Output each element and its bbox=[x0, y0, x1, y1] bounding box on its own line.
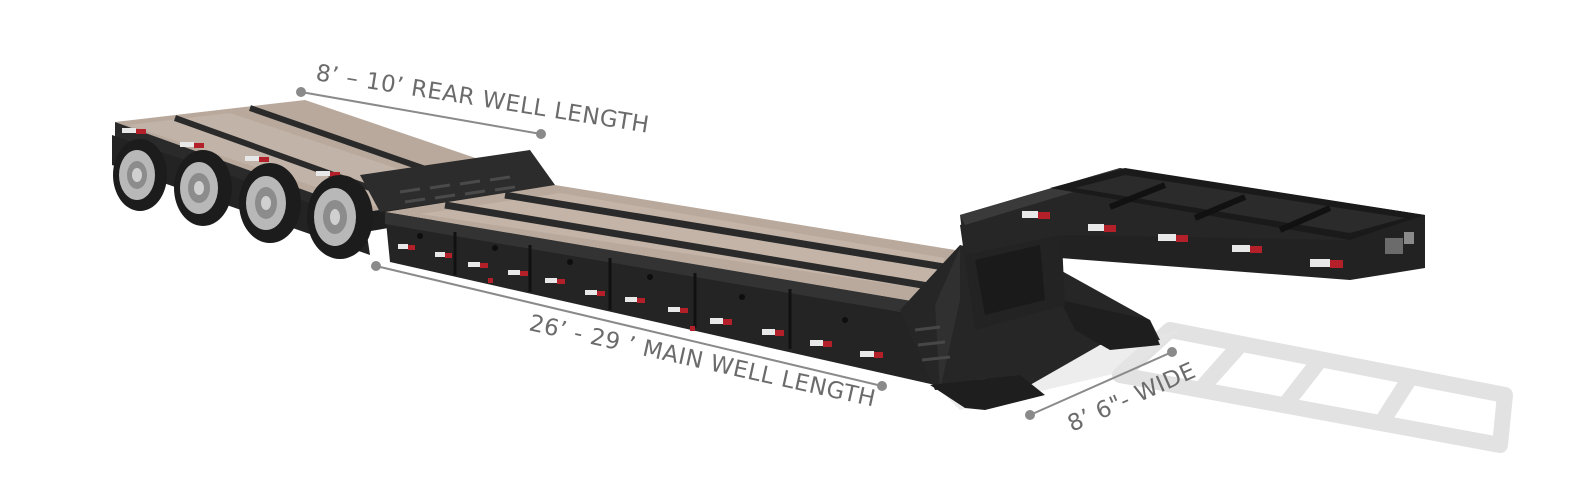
wheel-3 bbox=[239, 163, 301, 243]
wheel-2 bbox=[174, 150, 232, 226]
dimension-lines bbox=[296, 87, 1177, 420]
wheel-1 bbox=[113, 139, 167, 211]
wheels bbox=[113, 139, 373, 259]
gooseneck bbox=[900, 168, 1425, 410]
wheel-4 bbox=[307, 175, 373, 259]
main-frame-reflectors bbox=[398, 244, 883, 358]
main-deck bbox=[385, 185, 955, 305]
gooseneck-reflectors bbox=[1022, 211, 1343, 268]
main-frame bbox=[385, 212, 935, 385]
